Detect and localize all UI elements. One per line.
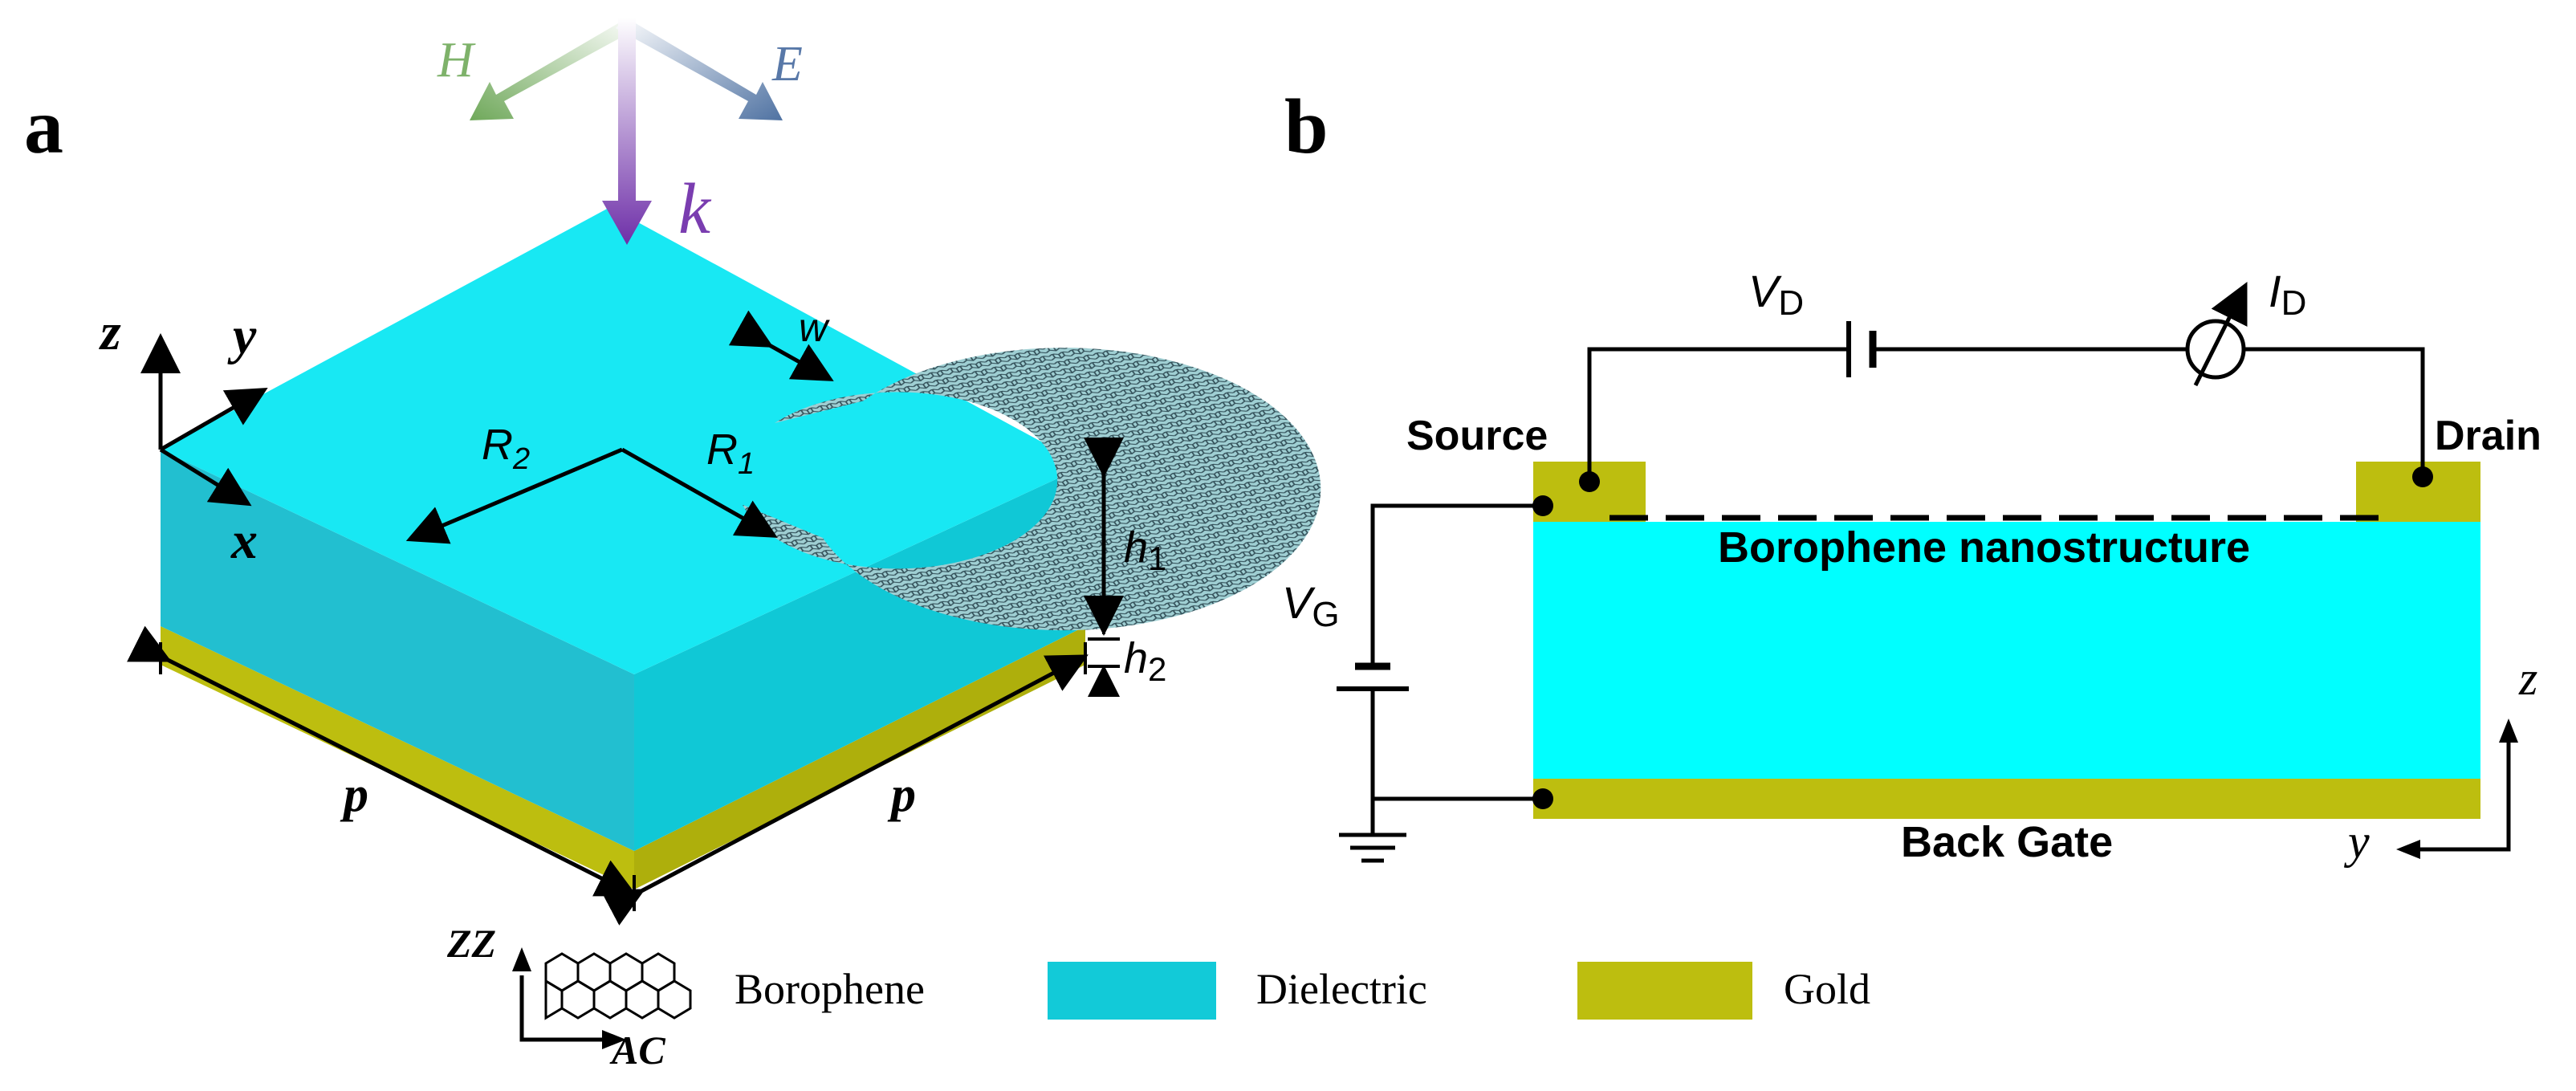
p-right-label: p [887,767,916,822]
legend-borophene-label: Borophene [735,965,925,1013]
r1-line [621,447,778,538]
legend-zz-ac-axes [519,975,610,1042]
w-label: w [799,305,830,350]
panel-b-axes [2408,727,2511,852]
p-right-dimension-line [600,654,1089,926]
vd-sub: D [1778,283,1804,323]
drain-label: Drain [2435,413,2541,459]
axis-x-label: x [230,511,258,570]
h2-sub: 2 [1148,650,1166,688]
e-field-arrow [616,18,783,120]
r2-label: R [482,421,513,469]
svg-text:VD: VD [1748,266,1804,323]
vg-top-wire [1370,503,1543,666]
back-gate-label: Back Gate [1901,818,2113,866]
panel-b-axis-z-label: z [2518,652,2537,705]
id-sub: D [2281,283,2307,323]
nanostructure-label: Borophene nanostructure [1718,523,2250,572]
panel-a-label: a [24,83,63,170]
k-wave-label: k [678,169,712,249]
id-label: I [2269,266,2281,316]
legend-borophene-swatch [544,952,692,1020]
h1-sub: 1 [1148,539,1166,577]
dielectric-substrate [1533,522,2480,779]
panel-a: a R2 R1 w H E k z [24,18,1321,926]
r1-label: R [706,425,738,474]
legend-gold-label: Gold [1784,965,1870,1013]
legend-zz-head [512,947,531,971]
e-field-label: E [771,37,803,92]
circuit-top-left-wire [1587,347,1849,482]
svg-text:VG: VG [1282,577,1340,634]
h2-label: h [1124,634,1148,682]
h-field-arrow [470,18,638,120]
vg-label: V [1282,577,1316,628]
legend-gold-swatch [1577,962,1752,1020]
vg-bottom-wire [1370,689,1543,801]
legend-dielectric-label: Dielectric [1256,965,1427,1013]
p-left-dimension-line [127,625,637,897]
axis-y-line [159,388,268,452]
circuit-top-right-wire [2244,347,2425,482]
borophene-ring [743,348,1321,631]
legend-ac-head [602,1030,626,1049]
ammeter-arrow [2193,282,2248,387]
dielectric-top-face [161,207,1085,674]
axis-y-head [2396,840,2420,859]
back-gate-dot [1532,788,1553,809]
svg-text:R1: R1 [706,425,755,481]
p-left-label: p [340,767,368,822]
gate-source-dot [1532,495,1553,516]
axis-z-label: z [99,303,121,361]
svg-text:R2: R2 [482,421,530,476]
legend-zz-label: ZZ [446,921,496,966]
r2-sub: 2 [512,442,530,476]
panel-b-label: b [1284,83,1329,170]
h-field-label: H [437,33,476,88]
r1-sub: 1 [738,447,755,481]
vg-sub: G [1312,595,1339,634]
svg-text:h2: h2 [1124,634,1166,688]
svg-text:h1: h1 [1124,523,1166,577]
panel-b: b VD ID VG [1282,83,2541,868]
drain-terminal-dot [2412,466,2433,487]
legend: ZZ AC Borophene Dielectric Gold [446,921,1870,1073]
axis-x-line [159,447,252,507]
legend-dielectric-swatch [1048,962,1216,1020]
r2-line [405,447,623,544]
w-dimension-line [728,310,834,381]
h1-label: h [1124,523,1148,572]
panel-b-axis-y-label: y [2343,815,2370,868]
source-label: Source [1406,413,1548,459]
source-terminal-dot [1579,471,1600,492]
axis-z-head [2499,719,2518,743]
axis-y-label: y [227,307,257,365]
back-gate-gold [1533,779,2480,819]
vd-label: V [1748,266,1782,316]
k-wave-arrow [602,18,652,245]
svg-text:ID: ID [2269,266,2306,323]
legend-ac-label: AC [609,1028,665,1073]
